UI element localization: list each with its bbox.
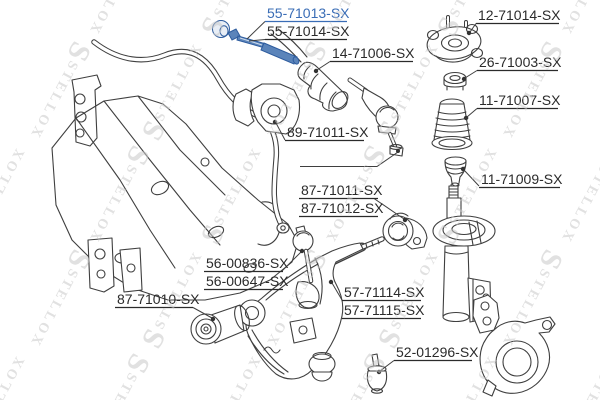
- part-number: 14-71006-SX: [332, 45, 415, 61]
- part-number: 57-71115-SX: [344, 302, 425, 318]
- part-label-89-71011: 89-71011-SX: [285, 124, 369, 142]
- strut-mount-drawing: [426, 15, 484, 63]
- part-number: 55-71014-SX: [267, 23, 350, 39]
- ball-joint-drawing: [366, 353, 388, 394]
- part-label-87-71010: 87-71010-SX: [115, 291, 200, 309]
- part-label-57-71115: 57-71115-SX: [342, 302, 425, 320]
- part-number: 56-00647-SX: [206, 273, 289, 289]
- bump-stop-drawing: [444, 156, 467, 188]
- part-number: 11-71007-SX: [479, 92, 561, 108]
- part-number: 87-71010-SX: [117, 291, 200, 307]
- part-number-link[interactable]: 55-71013-SX: [267, 5, 350, 21]
- arm-bushing-front-drawing: [190, 304, 250, 345]
- steering-boot-drawing: [297, 61, 349, 112]
- stabilizer-bushing-drawing: [232, 83, 301, 135]
- bearing-drawing: [443, 71, 467, 91]
- part-label-87-71012: 87-71012-SX: [299, 200, 384, 218]
- control-arm-drawing: [238, 236, 385, 382]
- part-label-87-71011: 87-71011-SX: [299, 182, 383, 200]
- part-number: 57-71114-SX: [344, 284, 425, 300]
- part-label-52-01296: 52-01296-SX: [394, 344, 479, 362]
- part-number: 89-71011-SX: [287, 124, 369, 140]
- part-number: 87-71012-SX: [301, 200, 384, 216]
- part-label-14-71006: 14-71006-SX: [330, 45, 415, 63]
- part-label-57-71114: 57-71114-SX: [342, 284, 425, 302]
- arm-bushing-rear-drawing: [382, 212, 428, 250]
- tie-rod-end-drawing: [347, 77, 404, 157]
- stabilizer-bar-drawing: [91, 39, 290, 234]
- part-number: 87-71011-SX: [301, 182, 383, 198]
- part-number: 26-71003-SX: [479, 54, 562, 70]
- part-label-56-00836: 56-00836-SX: [204, 255, 289, 273]
- part-label-12-71014: 12-71014-SX: [476, 7, 561, 25]
- knuckle-drawing: [472, 294, 556, 397]
- leader-lines: [192, 21, 480, 375]
- part-number: 56-00836-SX: [206, 255, 289, 271]
- part-label-56-00647: 56-00647-SX: [204, 273, 289, 291]
- part-labels: 55-71013-SX 55-71014-SX 14-71006-SX 12-7…: [115, 5, 563, 362]
- part-label-11-71009: 11-71009-SX: [479, 171, 563, 189]
- inner-tie-rod-drawing: [212, 20, 300, 65]
- part-label-26-71003: 26-71003-SX: [477, 54, 562, 72]
- part-label-11-71007: 11-71007-SX: [477, 92, 561, 110]
- part-number: 52-01296-SX: [396, 344, 479, 360]
- dust-boot-drawing: [431, 98, 473, 151]
- part-number: 11-71009-SX: [481, 171, 563, 187]
- part-label-55-71013[interactable]: 55-71013-SX: [265, 5, 350, 23]
- part-number: 12-71014-SX: [478, 7, 561, 23]
- part-label-55-71014: 55-71014-SX: [265, 23, 350, 41]
